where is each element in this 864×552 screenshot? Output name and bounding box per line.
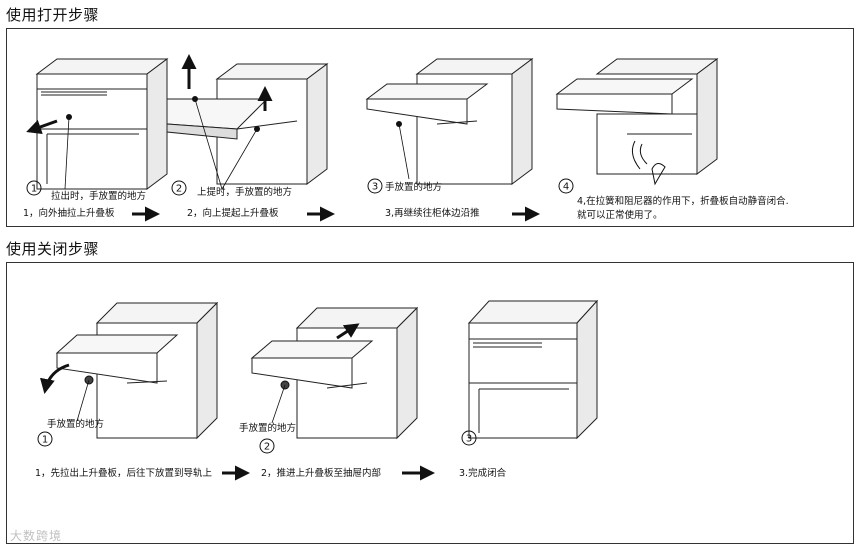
open-step-3-hand-label: 手放置的地方: [385, 181, 442, 193]
open-steps-panel: 1 拉出时，手放置的地方 1，向外抽拉上升叠板 2 上提时，手放置的地方 2，向…: [6, 28, 854, 227]
close-step-2-caption: 2，推进上升叠板至抽屉内部: [261, 467, 381, 479]
open-section-title: 使用打开步骤: [6, 6, 100, 24]
lower-down-arrow: [40, 363, 70, 394]
open-step-1-illustration: [35, 58, 169, 190]
step-number-circle: [171, 180, 187, 196]
open-step-2-hand-label: 上提时，手放置的地方: [197, 186, 292, 198]
step-number-circle: [461, 430, 477, 446]
push-in-arrow: [336, 323, 360, 340]
close-step-3-illustration: [467, 299, 599, 440]
open-step-4-illustration: [555, 58, 719, 175]
open-step-3-caption: 3,再继续往柜体边沿推: [385, 207, 480, 219]
open-step-1-hand-label: 拉出时，手放置的地方: [51, 190, 146, 202]
open-step-4-number: 4: [563, 182, 569, 193]
close-step-1-caption: 1，先拉出上升叠板，后往下放置到导轨上: [35, 467, 213, 479]
close-step-1-hand-label: 手放置的地方: [47, 418, 104, 430]
open-step-4-caption-line2: 就可以正常使用了。: [577, 209, 663, 221]
open-step-3-number: 3: [372, 182, 378, 193]
close-step-2-illustration: [250, 306, 419, 440]
close-step-3-number: 3: [466, 434, 472, 445]
step-number-circle: [259, 438, 275, 454]
pull-out-arrow: [26, 119, 58, 135]
open-step-1-caption: 1，向外抽拉上升叠板: [23, 207, 115, 219]
close-step-1-number: 1: [42, 435, 48, 446]
close-step-2-hand-label: 手放置的地方: [239, 422, 296, 434]
open-step-2-caption: 2，向上提起上升叠板: [187, 207, 279, 219]
open-steps-diagram: 1 拉出时，手放置的地方 1，向外抽拉上升叠板 2 上提时，手放置的地方 2，向…: [23, 54, 789, 222]
ear-icon: [651, 163, 666, 186]
open-step-4-caption-line1: 4,在拉簧和阻尼器的作用下，折叠板自动静音闭合.: [577, 195, 789, 207]
close-section-title: 使用关闭步骤: [6, 240, 100, 258]
step-number-circle: [37, 431, 53, 447]
close-step-3-caption: 3.完成闭合: [459, 467, 507, 479]
watermark: 大数跨境: [10, 529, 63, 543]
open-step-3-illustration: [365, 58, 534, 185]
open-step-2-number: 2: [176, 184, 182, 195]
step-number-circle: [558, 178, 574, 194]
close-step-2-number: 2: [264, 442, 270, 453]
close-steps-diagram: 手放置的地方 1 1，先拉出上升叠板，后往下放置到导轨上 手放置的地方 2 2，…: [35, 299, 599, 481]
sound-wave: [639, 143, 648, 165]
close-step-1-illustration: [55, 301, 219, 440]
open-step-2-illustration: [166, 63, 329, 185]
close-steps-panel: 手放置的地方 1 1，先拉出上升叠板，后往下放置到导轨上 手放置的地方 2 2，…: [6, 262, 854, 544]
step-number-circle: [26, 180, 42, 196]
open-step-1-number: 1: [31, 184, 37, 195]
step-number-circle: [367, 178, 383, 194]
